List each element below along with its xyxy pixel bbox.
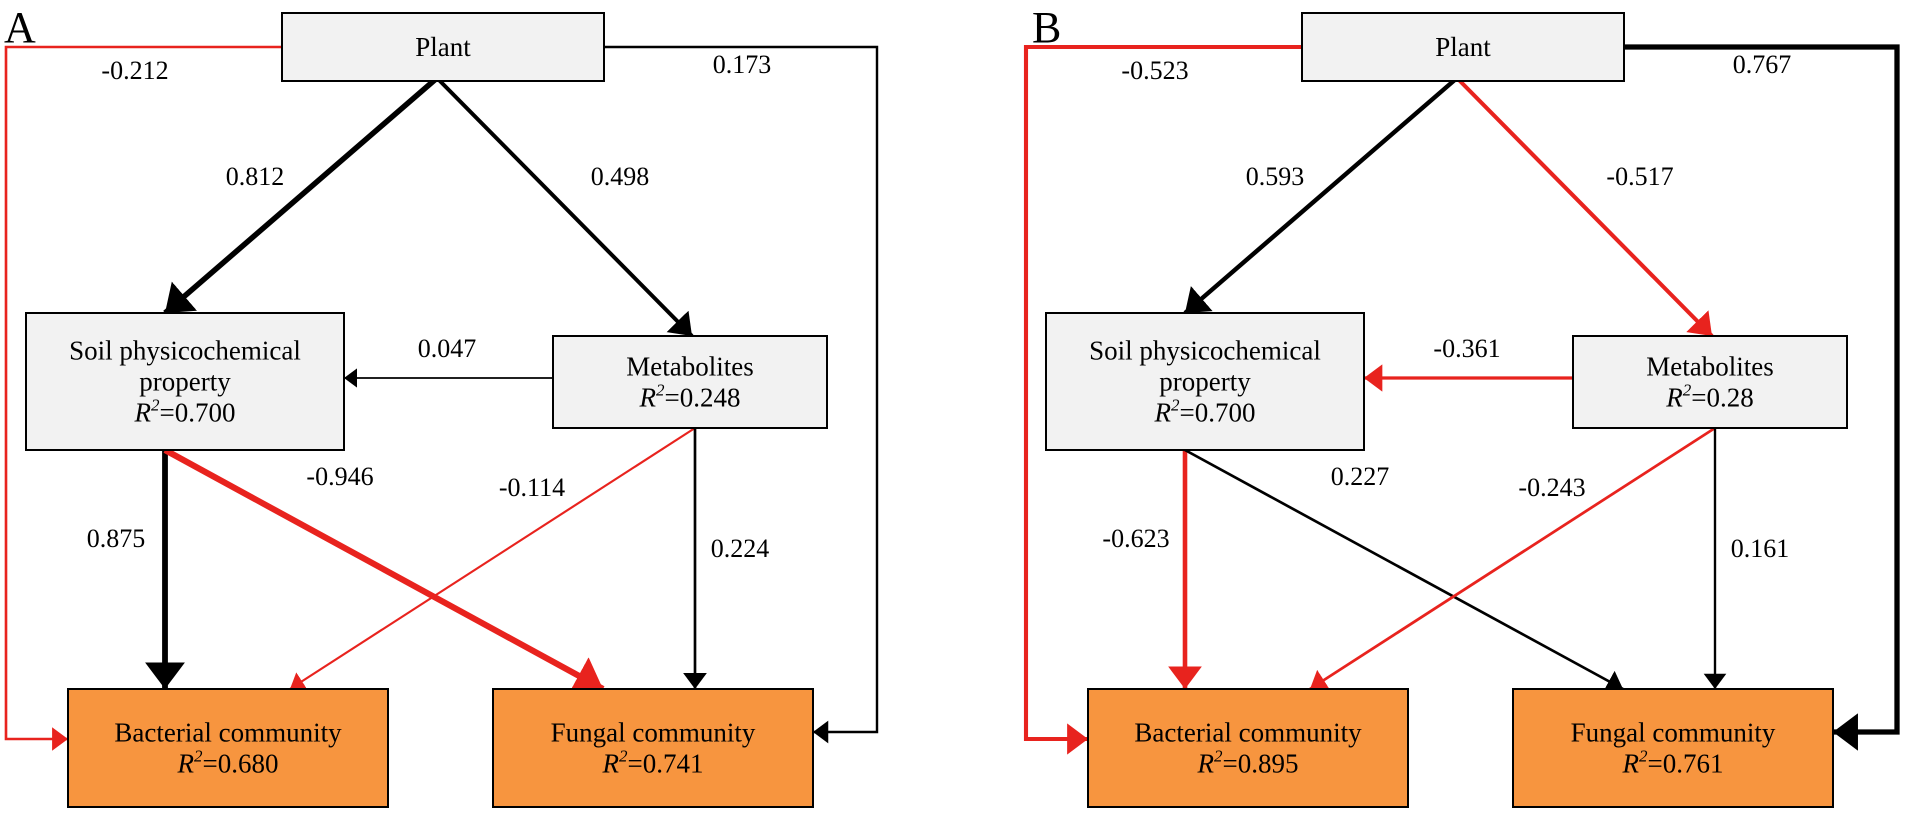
node-r2: R2=0.680 [177,747,279,779]
path-plant-to-fungal [604,45,879,744]
coefficient-plant-to-fungal: 0.767 [1733,50,1792,79]
node-plant: Plant [1301,12,1625,82]
coefficient-metabolites-to-bacterial: -0.243 [1518,473,1585,502]
node-label: Bacterial community [1134,718,1362,748]
coefficient-plant-to-metabolites: -0.517 [1606,162,1673,191]
coefficient-metabolites-to-fungal: 0.161 [1731,534,1790,563]
coefficient-metabolites-to-soil: -0.361 [1433,334,1500,363]
coefficient-plant-to-metabolites: 0.498 [591,162,650,191]
path-plant-to-bacterial [1023,44,1302,755]
node-r2: R2=0.248 [639,381,741,413]
node-box [492,688,814,808]
path-metabolites-to-bacterial [1309,426,1716,691]
path-soil-to-fungal [163,447,605,695]
paths: 0.593 -0.517 -0.523 0.767 -0.361 -0.623 0.227 -… [1023,44,1900,755]
coefficient-plant-to-soil: 0.812 [226,162,285,191]
node-r2: R2=0.700 [1154,396,1256,428]
panel-a: A 0.812 0.498 -0.212 0.173 0.047 0.875 -0.946 -0… [4,3,879,808]
node-r2: R2=0.28 [1665,381,1753,413]
node-r2: R2=0.700 [134,396,236,428]
coefficient-metabolites-to-fungal: 0.224 [711,534,770,563]
node-label: Plant [415,32,471,62]
path-plant-to-bacterial [4,45,282,751]
coefficient-plant-to-bacterial: -0.523 [1121,56,1188,85]
coefficient-plant-to-bacterial: -0.212 [101,56,168,85]
node-box [281,12,605,82]
node-label: Plant [1435,32,1491,62]
coefficient-plant-to-fungal: 0.173 [713,50,772,79]
node-box [1087,688,1409,808]
path-soil-to-fungal [1184,448,1624,692]
node-label: Fungal community [1571,718,1776,748]
paths: 0.812 0.498 -0.212 0.173 0.047 0.875 -0.946 -0.… [4,45,879,751]
node-box [25,312,345,451]
path-plant-to-fungal [1624,44,1900,751]
node-box [1301,12,1625,82]
coefficient-soil-to-bacterial: 0.875 [87,524,146,553]
coefficient-metabolites-to-soil: 0.047 [418,334,477,363]
coefficient-soil-to-fungal: 0.227 [1331,462,1390,491]
panel-b: B 0.593 -0.517 -0.523 0.767 -0.361 -0.623 0.227… [1023,3,1900,808]
node-label: property [1159,367,1251,397]
node-r2: R2=0.895 [1197,747,1299,779]
node-label: Metabolites [1646,352,1773,382]
panel-letter: A [4,3,36,52]
node-box [1572,335,1848,429]
coefficient-soil-to-fungal: -0.946 [306,462,373,491]
panel-letter: B [1032,3,1061,52]
node-label: Soil physicochemical [1089,336,1321,366]
path-plant-to-metabolites [435,76,694,338]
node-label: property [139,367,231,397]
node-plant: Plant [281,12,605,82]
coefficient-soil-to-bacterial: -0.623 [1102,524,1169,553]
path-plant-to-metabolites [1455,76,1714,338]
node-label: Soil physicochemical [69,336,301,366]
path-plant-to-soil [163,75,439,316]
node-label: Metabolites [626,352,753,382]
node-box [1512,688,1834,808]
node-box [552,335,828,429]
node-r2: R2=0.761 [1622,747,1724,779]
coefficient-metabolites-to-bacterial: -0.114 [499,473,565,502]
node-box [1045,312,1365,451]
path-plant-to-soil [1183,76,1459,315]
node-label: Bacterial community [114,718,342,748]
node-label: Fungal community [551,718,756,748]
path-metabolites-to-bacterial [289,427,696,691]
node-r2: R2=0.741 [602,747,704,779]
coefficient-plant-to-soil: 0.593 [1246,162,1305,191]
node-box [67,688,389,808]
